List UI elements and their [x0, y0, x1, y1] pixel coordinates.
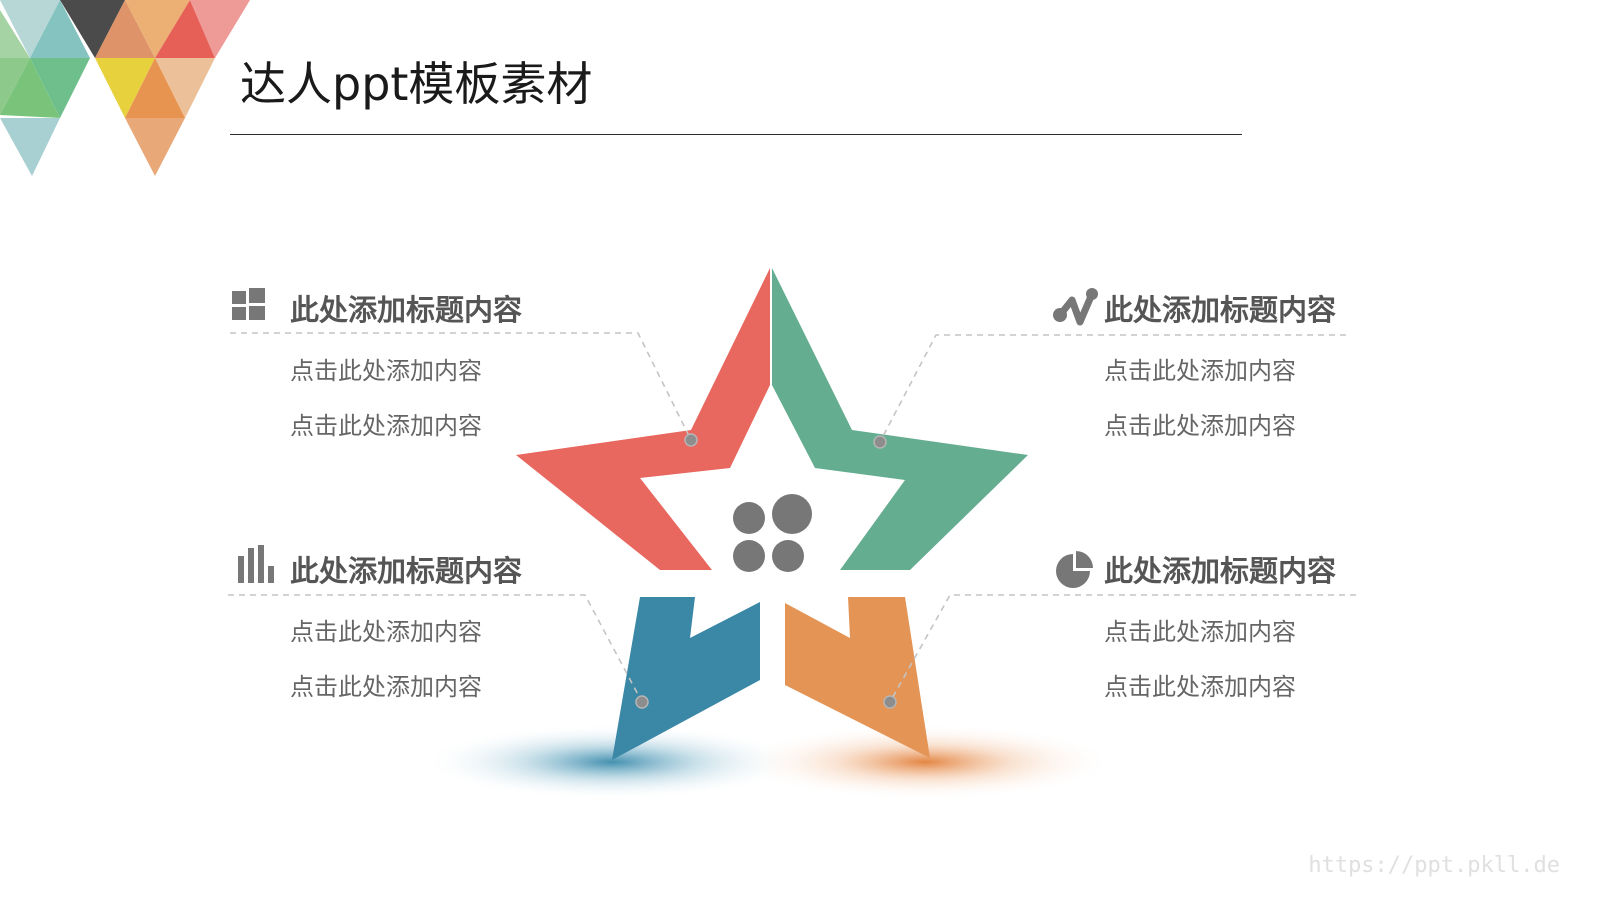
anchor-dot-top-left [684, 433, 698, 447]
trend-line-icon [1053, 288, 1098, 326]
content-block-top-left: 此处添加标题内容 点击此处添加内容 点击此处添加内容 [290, 287, 522, 441]
block-text-line[interactable]: 点击此处添加内容 [290, 618, 482, 646]
block-text-line[interactable]: 点击此处添加内容 [290, 412, 482, 440]
anchor-dot-bottom-left [635, 695, 649, 709]
anchor-dot-bottom-right [883, 695, 897, 709]
orange-shadow [735, 724, 1115, 800]
title-divider [230, 134, 1242, 135]
block-heading[interactable]: 此处添加标题内容 [1104, 554, 1337, 588]
content-block-top-right: 此处添加标题内容 点击此处添加内容 点击此处添加内容 [1104, 287, 1336, 441]
block-heading[interactable]: 此处添加标题内容 [290, 554, 523, 588]
star-segment-blue [612, 597, 760, 760]
leader-line-top-right [879, 334, 1346, 443]
block-heading[interactable]: 此处添加标题内容 [290, 293, 523, 327]
bar-chart-icon [238, 545, 274, 583]
leader-line-bottom-left [228, 594, 643, 703]
anchor-dot-top-right [873, 435, 887, 449]
leader-lines [228, 332, 1356, 703]
block-heading[interactable]: 此处添加标题内容 [1104, 293, 1337, 327]
content-block-bottom-left: 此处添加标题内容 点击此处添加内容 点击此处添加内容 [290, 548, 522, 702]
four-dots-icon [733, 494, 812, 572]
block-text-line[interactable]: 点击此处添加内容 [1104, 357, 1296, 385]
block-text-line[interactable]: 点击此处添加内容 [1104, 412, 1296, 440]
star-segment-green [772, 268, 1028, 570]
blue-shadow [422, 724, 802, 800]
content-block-bottom-right: 此处添加标题内容 点击此处添加内容 点击此处添加内容 [1104, 548, 1336, 702]
triangle-decoration [0, 0, 250, 176]
block-text-line[interactable]: 点击此处添加内容 [290, 357, 482, 385]
slide-title: 达人ppt模板素材 [240, 57, 593, 111]
star-segment-red [516, 268, 770, 570]
block-text-line[interactable]: 点击此处添加内容 [290, 673, 482, 701]
leader-line-top-left [230, 332, 692, 441]
block-text-line[interactable]: 点击此处添加内容 [1104, 618, 1296, 646]
grid-icon [232, 288, 265, 320]
watermark: https://ppt.pkll.de [1308, 853, 1560, 878]
pie-chart-icon [1056, 551, 1093, 588]
leader-line-bottom-right [889, 594, 1356, 703]
block-text-line[interactable]: 点击此处添加内容 [1104, 673, 1296, 701]
star-segment-orange [785, 597, 930, 758]
